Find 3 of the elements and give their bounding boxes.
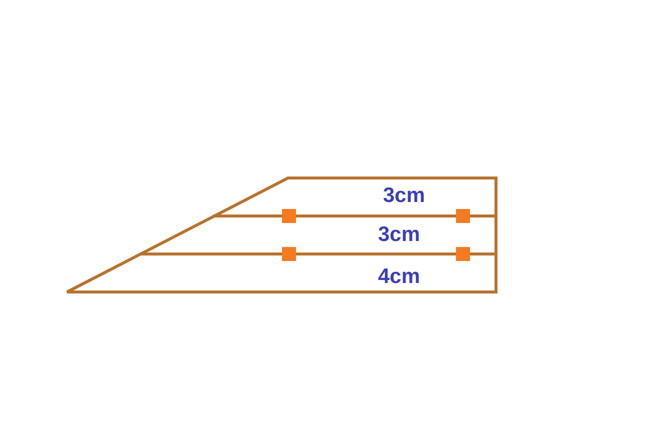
dimension-label: 3cm bbox=[378, 224, 420, 244]
dimension-label: 3cm bbox=[383, 184, 426, 206]
dimension-label: 4cm bbox=[378, 266, 420, 286]
